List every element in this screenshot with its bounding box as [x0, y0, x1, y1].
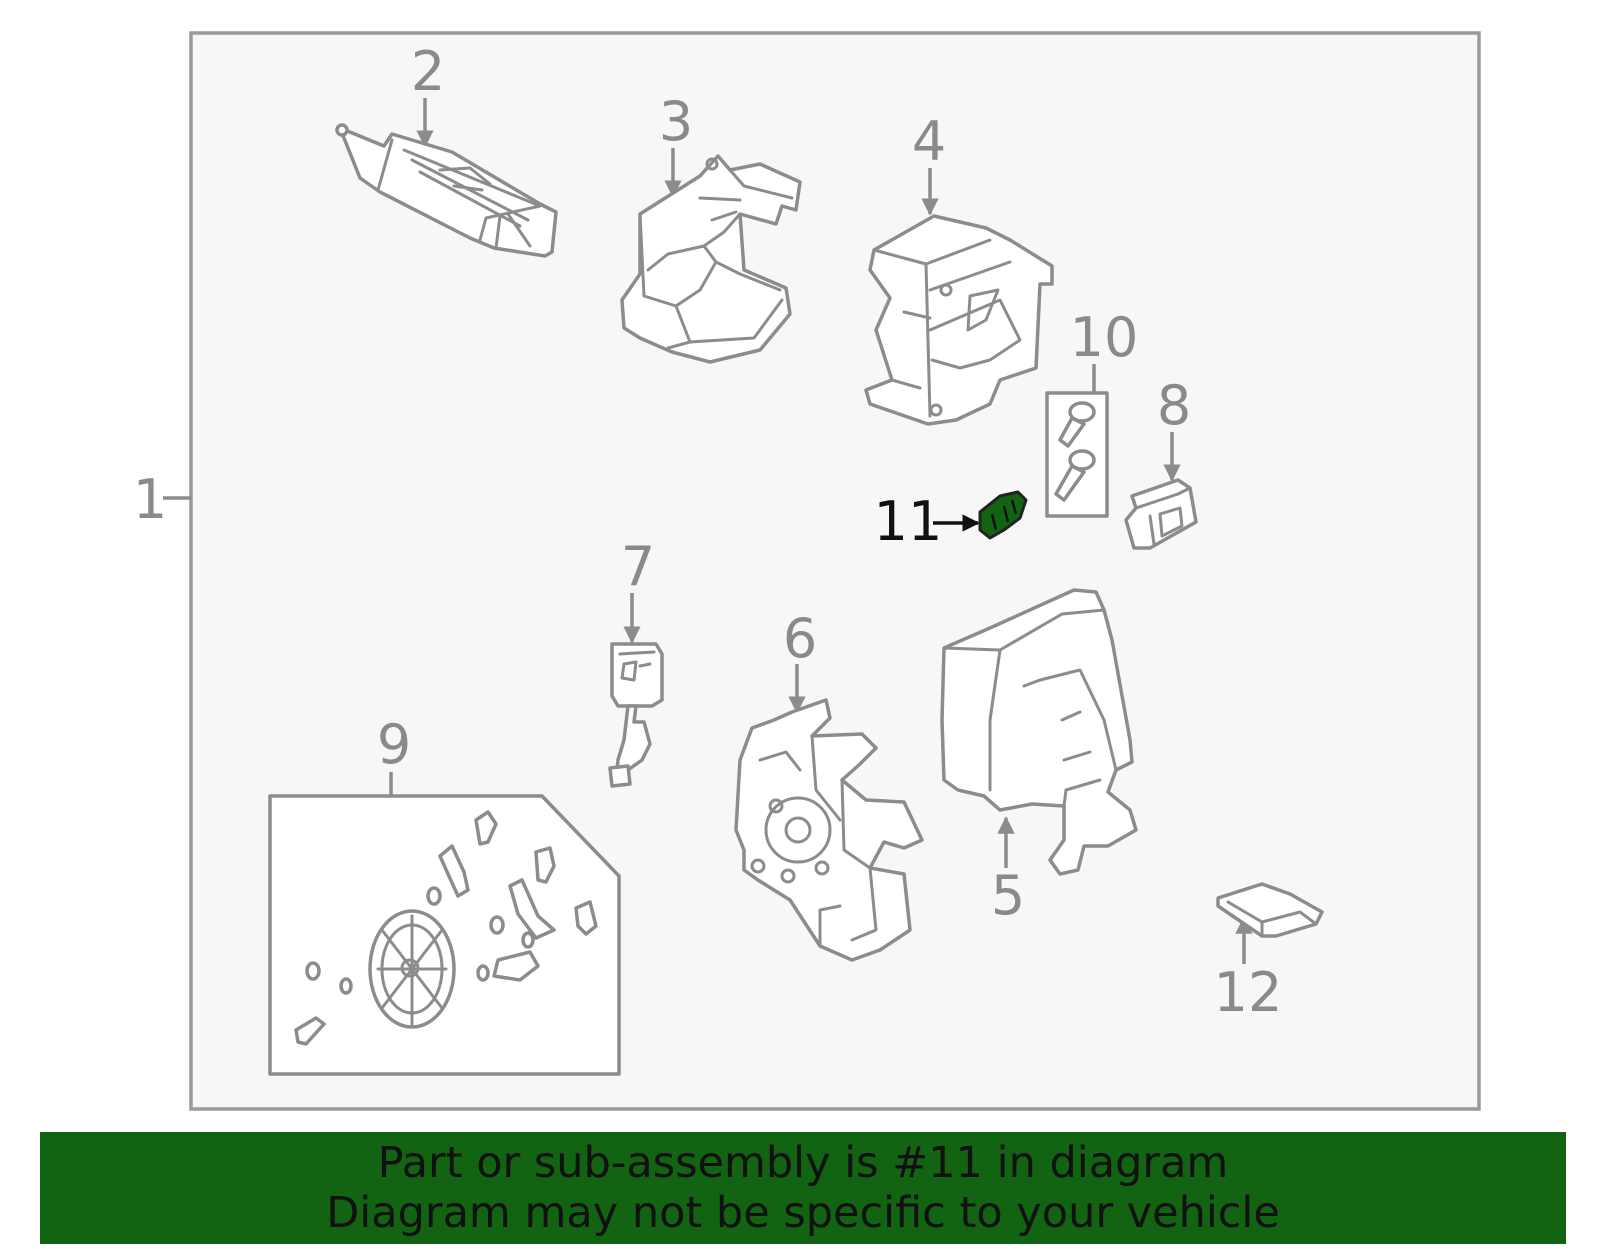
part-9-shape	[268, 794, 621, 1076]
callout-7: 7	[621, 535, 655, 598]
callout-11: 11	[874, 490, 943, 553]
part-12-shape	[1216, 882, 1324, 938]
part-4-shape	[864, 214, 1054, 426]
part-11-shape	[978, 490, 1028, 540]
part-8-shape	[1124, 478, 1198, 550]
part-5-shape	[940, 588, 1138, 876]
part-info-banner: Part or sub-assembly is #11 in diagram D…	[40, 1132, 1566, 1244]
callout-3: 3	[659, 90, 693, 153]
part-7-shape	[608, 642, 664, 788]
callout-12: 12	[1214, 961, 1283, 1024]
callout-1: 1	[133, 468, 167, 531]
banner-line-2: Diagram may not be specific to your vehi…	[326, 1188, 1280, 1238]
callout-2: 2	[411, 40, 445, 103]
callout-9: 9	[377, 713, 411, 776]
banner-line-1: Part or sub-assembly is #11 in diagram	[377, 1138, 1229, 1188]
part-3-shape	[620, 154, 802, 364]
part-2-shape	[335, 123, 558, 258]
callout-5: 5	[991, 864, 1025, 927]
callout-6: 6	[783, 607, 817, 670]
part-6-shape	[734, 698, 924, 962]
callout-8: 8	[1157, 374, 1191, 437]
part-10-shape	[1045, 391, 1109, 518]
callout-10: 10	[1070, 306, 1139, 369]
callout-4: 4	[912, 110, 946, 173]
